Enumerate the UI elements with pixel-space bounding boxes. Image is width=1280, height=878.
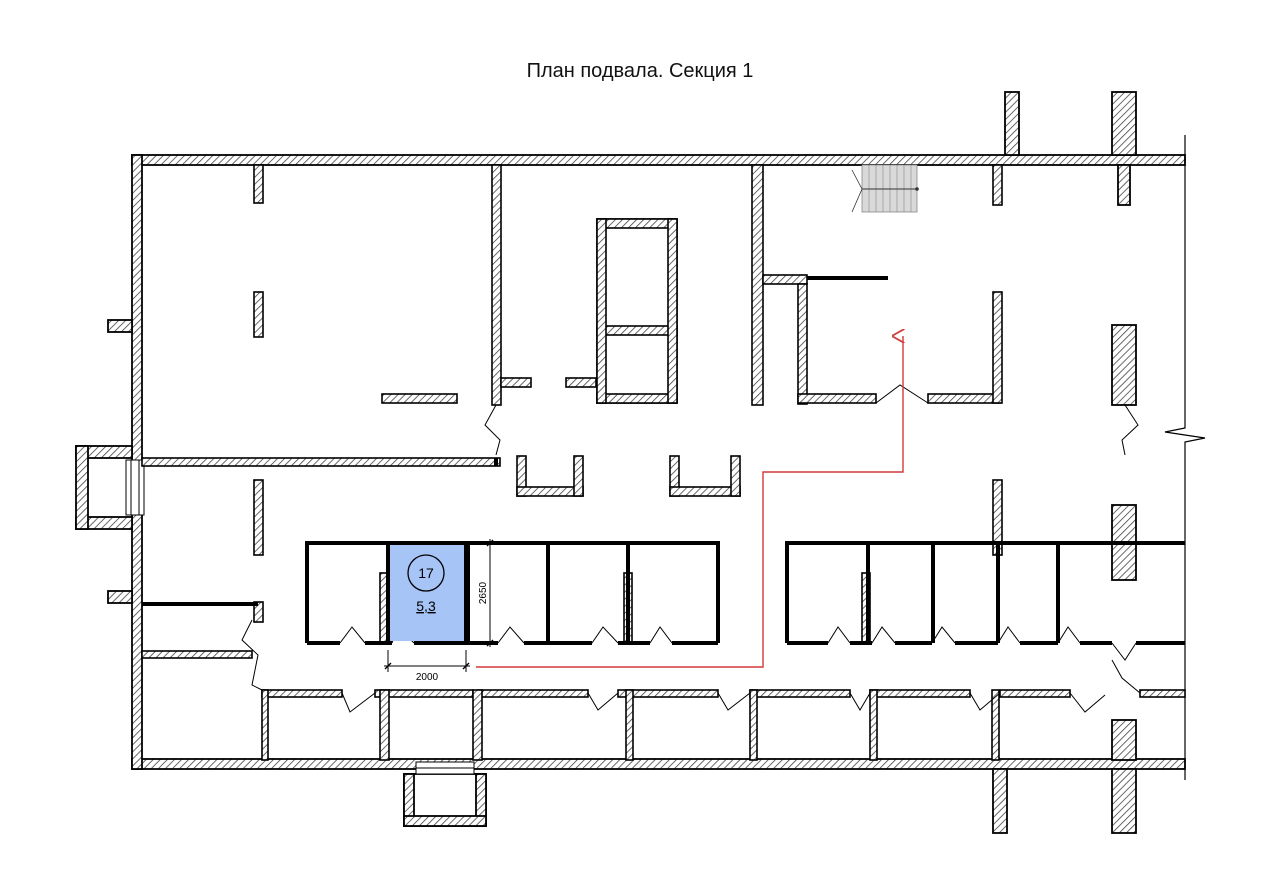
unit-number: 17 — [418, 565, 434, 581]
interior-walls — [141, 164, 1186, 761]
dimension-depth: 2650 — [474, 539, 496, 647]
unit-area: 5,3 — [416, 598, 436, 614]
partition-lines — [142, 276, 1185, 645]
staircase-icon — [851, 164, 919, 213]
width-dimension-label: 2000 — [416, 672, 439, 683]
right-columns — [403, 91, 1137, 834]
door-swings — [241, 384, 1141, 713]
plan-title: План подвала. Секция 1 — [526, 60, 754, 82]
dimension-width: 2000 — [384, 650, 470, 683]
storage-unit-17[interactable]: 17 5,3 — [386, 541, 468, 643]
unit-number-circle — [407, 554, 445, 592]
break-line — [1164, 135, 1206, 780]
route-path — [476, 336, 903, 668]
window-left — [125, 459, 145, 516]
depth-dimension-label: 2650 — [478, 581, 489, 604]
